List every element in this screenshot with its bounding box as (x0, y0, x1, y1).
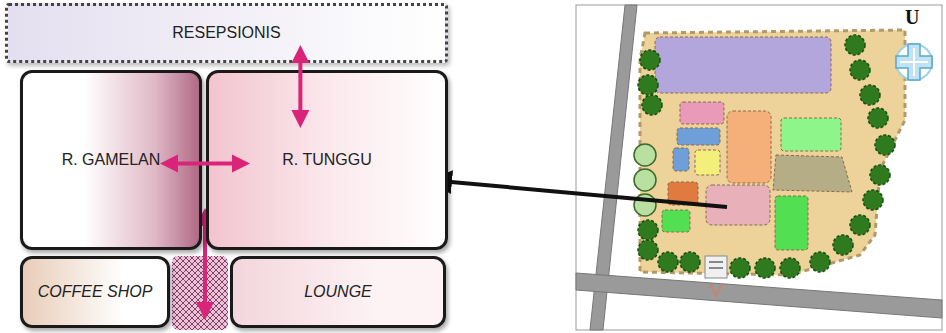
north-label: U (905, 6, 919, 29)
entrance-mark (705, 256, 727, 295)
room-label: COFFEE SHOP (38, 283, 153, 301)
room-label: R. TUNGGU (282, 151, 371, 169)
room-box: LOUNGE (230, 256, 446, 328)
north-compass (896, 44, 932, 80)
room-label: RESEPSIONIS (172, 24, 280, 42)
map-frame (576, 5, 942, 330)
room-box: R. GAMELAN (20, 70, 202, 250)
room-box: COFFEE SHOP (20, 256, 170, 328)
trees (634, 35, 895, 278)
room-label: LOUNGE (304, 283, 372, 301)
room-box: R. TUNGGU (206, 70, 448, 250)
road (576, 273, 942, 318)
room-label: R. GAMELAN (62, 151, 161, 169)
room-box: RESEPSIONIS (5, 3, 448, 63)
site-area (640, 30, 905, 275)
corridor-hatch (172, 256, 228, 330)
pointer-arrow (440, 181, 727, 207)
building-blocks (655, 37, 852, 250)
